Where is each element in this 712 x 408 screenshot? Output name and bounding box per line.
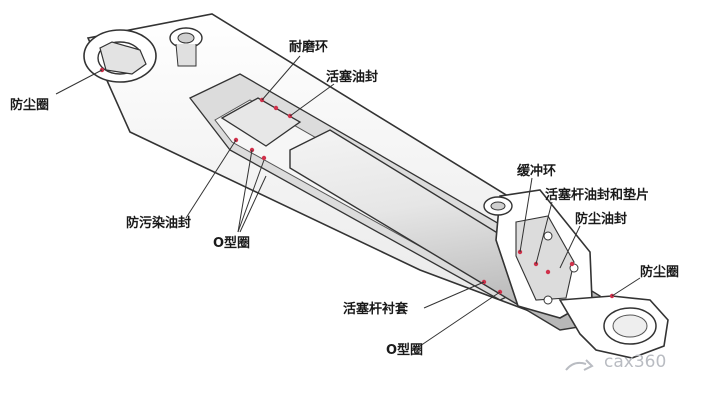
label-wear-ring: 耐磨环 [289,40,329,55]
label-anti-contamination-seal: 防污染油封 [126,216,192,231]
label-o-ring-top: O型圈 [213,236,251,251]
rear-clevis-mount [83,29,157,83]
rear-oil-port [169,27,203,67]
label-dust-seal-left: 防尘圈 [10,98,50,113]
watermark-logo [565,359,594,371]
leader-lines [55,55,641,347]
watermark-text: cax360 [604,352,667,372]
piston [220,97,302,147]
label-o-ring-bottom: O型圈 [386,343,424,358]
front-gland [483,189,593,319]
label-dust-oil-seal: 防尘油封 [575,212,628,227]
label-piston-seal: 活塞油封 [326,70,379,85]
rod-end-eye [558,295,669,359]
label-rod-bushing: 活塞杆衬套 [343,302,409,317]
label-cushion-ring: 缓冲环 [517,164,557,179]
label-dust-seal-right: 防尘圈 [640,265,680,280]
label-rod-seal-and-gasket: 活塞杆油封和垫片 [545,188,650,203]
